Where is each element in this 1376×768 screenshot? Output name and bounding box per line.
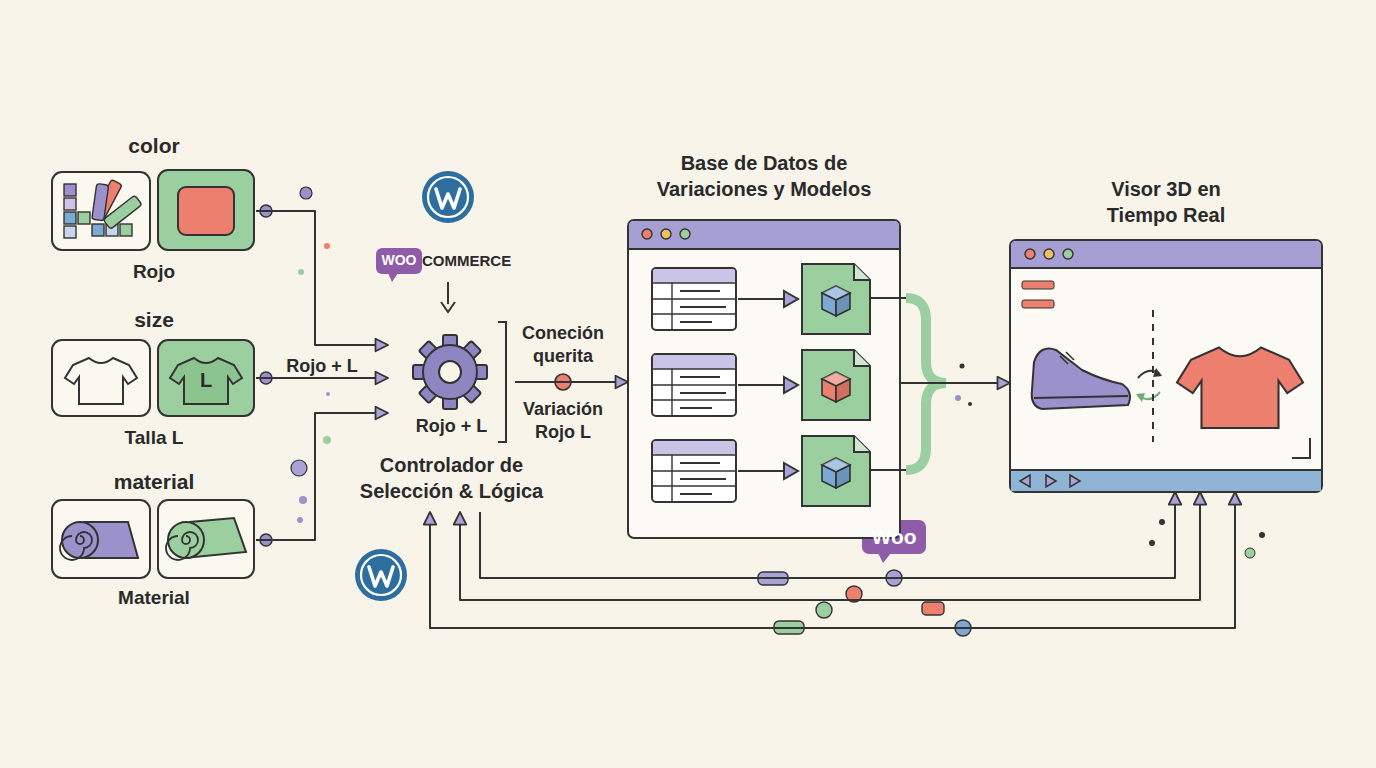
node-text: Controlador de Selección & Lógica (338, 452, 565, 504)
edge-label: Rojo + L (272, 355, 372, 378)
brand-mark: Woo (862, 524, 926, 550)
node-title: material (52, 468, 256, 495)
database-window: Base de Datos de Variaciones y Modelos (628, 220, 900, 538)
option-group: materialMaterial (52, 500, 256, 580)
node-title: Visor 3D en Tiempo Real (1091, 176, 1241, 228)
flow-connector (256, 211, 388, 345)
option-group: sizeTalla L (52, 340, 256, 416)
connection-note: Variación Rojo L (513, 398, 613, 443)
node-title: size (52, 306, 256, 333)
brand-mark: COMMERCE (422, 252, 532, 271)
flow-connector (256, 413, 388, 540)
flow-connector (256, 377, 388, 379)
node-text: Talla L (52, 426, 256, 451)
option-group: colorRojo (52, 170, 256, 252)
viewer-window: Visor 3D en Tiempo Real (1010, 240, 1322, 492)
brand-mark: WOO (376, 252, 422, 270)
flow-connector (460, 492, 1200, 600)
node-title: Rojo + L (388, 415, 515, 438)
flow-connector (515, 381, 628, 383)
node-title: color (52, 132, 256, 159)
node-text: Rojo (52, 260, 256, 285)
node-title: Base de Datos de Variaciones y Modelos (628, 150, 900, 202)
node-text: Material (52, 586, 256, 611)
edge-label: Coneción querita (513, 322, 613, 367)
flow-connector (430, 492, 1235, 628)
size-letter: L (190, 368, 222, 393)
flow-connector (900, 382, 1010, 384)
flow-connector (480, 492, 1175, 578)
controller-node: Rojo + LControlador de Selección & Lógic… (388, 335, 515, 512)
